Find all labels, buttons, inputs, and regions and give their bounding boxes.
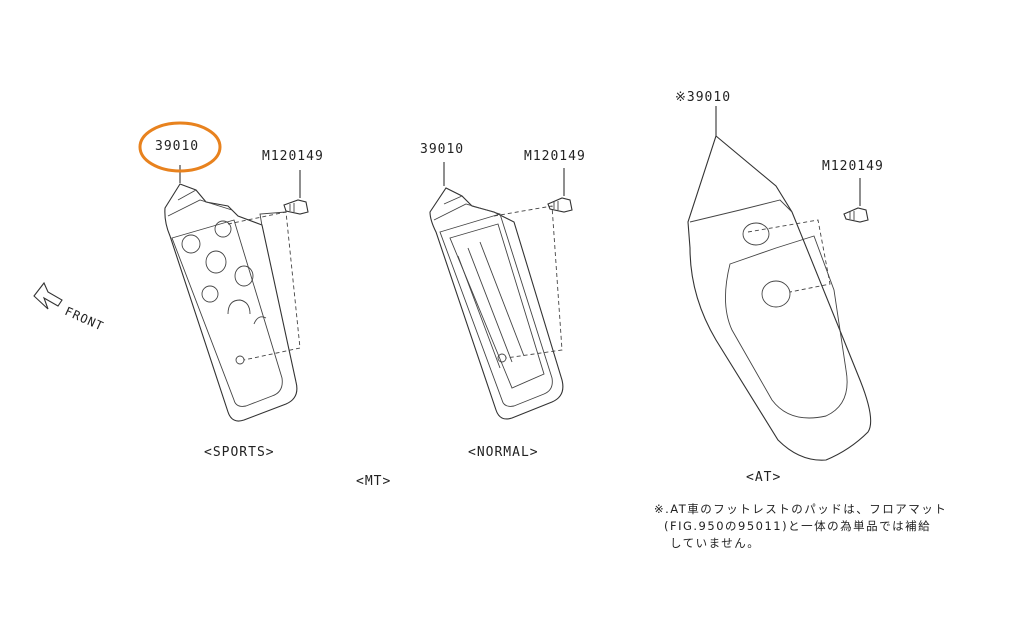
bolt-icon bbox=[283, 170, 309, 215]
sports-part-number[interactable]: 39010 bbox=[155, 139, 200, 154]
normal-part-number[interactable]: 39010 bbox=[420, 142, 465, 157]
at-pedal bbox=[687, 106, 872, 461]
note-line: ※.AT車のフットレストのパッドは、フロアマット bbox=[654, 502, 948, 516]
normal-caption: <NORMAL> bbox=[468, 445, 539, 460]
bolt-icon bbox=[843, 178, 869, 223]
note-line: していません。 bbox=[670, 536, 761, 550]
at-part-number[interactable]: ※39010 bbox=[675, 90, 732, 105]
normal-bolt-number[interactable]: M120149 bbox=[524, 149, 586, 164]
note-line: (FIG.950の95011)と一体の為単品では補給 bbox=[664, 519, 932, 533]
sports-bolt-number[interactable]: M120149 bbox=[262, 149, 324, 164]
at-bolt-number[interactable]: M120149 bbox=[822, 159, 884, 174]
mt-caption: <MT> bbox=[356, 474, 392, 489]
sports-pedal bbox=[164, 165, 309, 422]
bolt-icon bbox=[547, 168, 573, 213]
normal-pedal bbox=[429, 162, 573, 420]
highlight-circle bbox=[138, 121, 222, 173]
at-caption: <AT> bbox=[746, 470, 782, 485]
sports-caption: <SPORTS> bbox=[204, 445, 275, 460]
arrow-up-left-icon bbox=[33, 281, 63, 310]
